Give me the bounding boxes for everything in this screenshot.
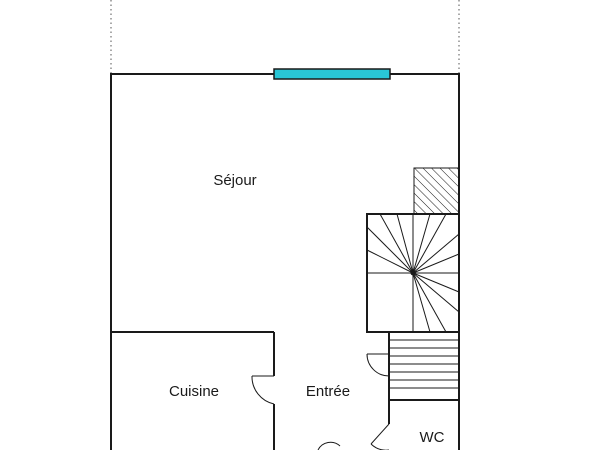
room-label-sejour: Séjour: [213, 172, 256, 189]
room-label-wc: WC: [420, 429, 445, 446]
straight-stairs: [388, 331, 460, 401]
room-label-entree: Entrée: [306, 383, 350, 400]
room-label-cuisine: Cuisine: [169, 383, 219, 400]
wc-door: [370, 423, 390, 450]
hatched-duct: [413, 167, 460, 215]
stair-cupboard-door: [366, 353, 390, 377]
spiral-staircase: [366, 213, 460, 333]
door-arc-bottom: [317, 441, 341, 450]
window: [273, 68, 391, 80]
kitchen-door: [251, 375, 275, 405]
